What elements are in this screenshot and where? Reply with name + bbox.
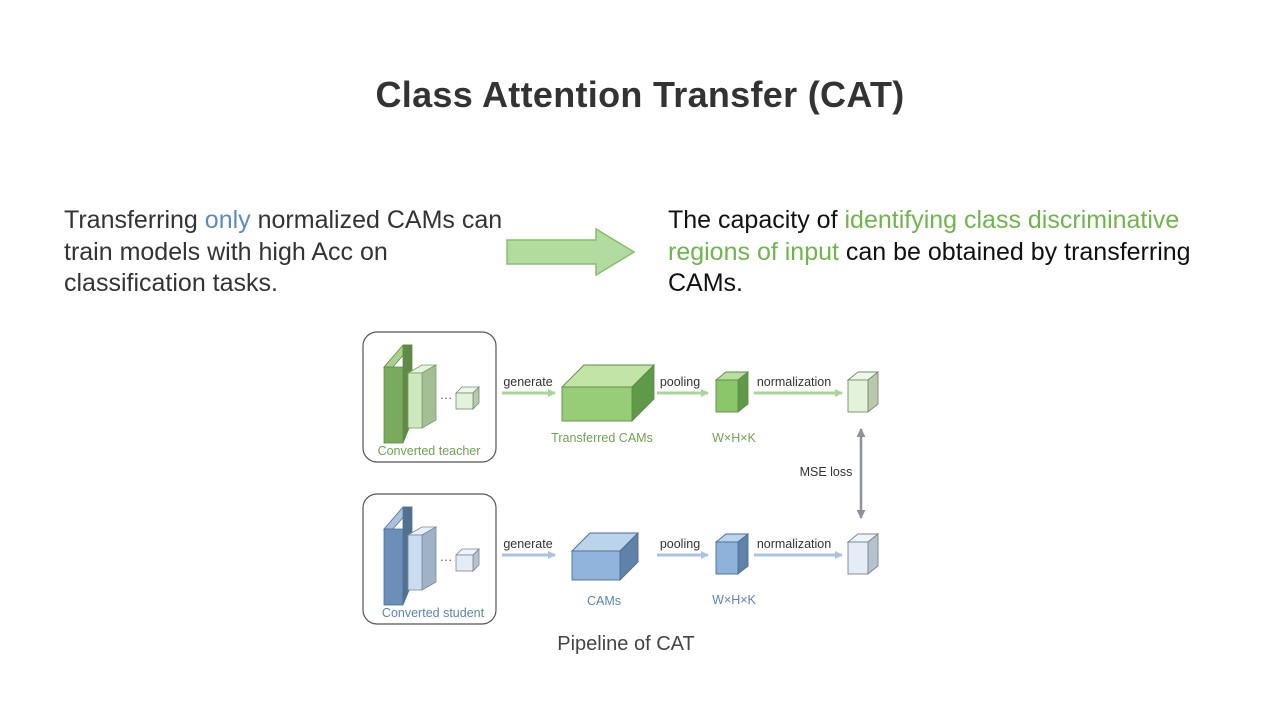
teacher-pooling-label: pooling xyxy=(660,375,700,389)
teacher-network-box xyxy=(362,331,497,463)
student-ellipsis: ··· xyxy=(440,553,453,567)
student-cams-label: CAMs xyxy=(587,594,621,608)
student-normalization-label: normalization xyxy=(757,537,831,551)
student-pooled-cube xyxy=(714,533,750,575)
student-network-box xyxy=(362,493,497,625)
student-pooling-label: pooling xyxy=(660,537,700,551)
student-cams-block xyxy=(570,531,640,582)
student-generate-label: generate xyxy=(503,537,552,551)
right-statement-highlight: identifying class discriminative regions… xyxy=(668,206,1180,266)
student-normalized-cube xyxy=(846,533,880,575)
left-statement-start: Transferring xyxy=(64,206,205,234)
left-statement: Transferring only normalized CAMs can tr… xyxy=(64,205,514,300)
diagram-caption: Pipeline of CAT xyxy=(557,633,695,655)
right-statement: The capacity of identifying class discri… xyxy=(668,205,1268,300)
teacher-ellipsis: ··· xyxy=(440,391,453,405)
right-arrow-icon xyxy=(506,227,636,277)
slide-title: Class Attention Transfer (CAT) xyxy=(375,74,905,115)
left-statement-end: normalized CAMs can train models with hi… xyxy=(64,206,503,297)
teacher-pooled-cube xyxy=(714,371,750,413)
mse-loss-label-bg xyxy=(790,462,858,480)
student-pooled-label: W×H×K xyxy=(712,593,756,607)
teacher-pooled-label: W×H×K xyxy=(712,431,756,445)
teacher-normalization-label: normalization xyxy=(757,375,831,389)
right-statement-end: can be obtained by transferring CAMs. xyxy=(668,237,1191,298)
student-box-label: Converted student xyxy=(382,606,485,620)
left-statement-highlight: only xyxy=(204,206,251,234)
transferred-cams-label: Transferred CAMs xyxy=(551,431,653,445)
teacher-generate-label: generate xyxy=(503,375,552,389)
teacher-normalized-cube xyxy=(846,371,880,413)
right-statement-start: The capacity of xyxy=(668,206,845,234)
transferred-cams-block xyxy=(560,363,656,423)
cat-pipeline-diagram: ··· Converted teacher generate Transferr… xyxy=(362,331,880,625)
teacher-box-label: Converted teacher xyxy=(378,444,481,458)
mse-loss-label: MSE loss xyxy=(800,465,853,479)
